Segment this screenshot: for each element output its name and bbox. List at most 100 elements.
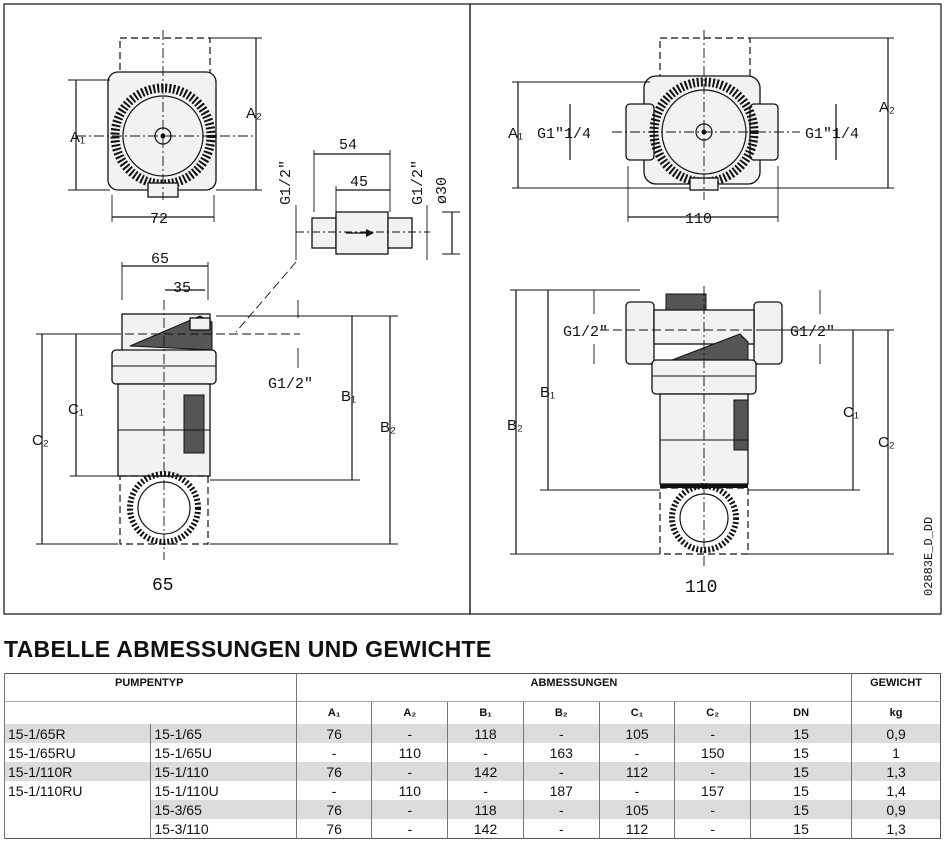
valve-dia-30: ø30 <box>434 177 451 204</box>
table-row: 15-3/65 76 - 118 - 105 - 15 0,9 <box>3 800 941 819</box>
cell-c1: 105 <box>598 724 675 743</box>
cell-a2: 110 <box>371 743 448 762</box>
cell-c2: - <box>674 724 751 743</box>
cell-type1 <box>3 819 151 839</box>
left-label-c2: C₂ <box>32 432 49 449</box>
left-label-b2: B₂ <box>380 419 396 436</box>
cell-a1: 76 <box>295 762 372 781</box>
cell-type2: 15-1/65 <box>150 724 297 743</box>
right-g12-left: G1/2" <box>563 324 608 341</box>
cell-type2: 15-1/65U <box>150 743 297 762</box>
right-label-b1: B₁ <box>540 384 555 401</box>
cell-c2: 157 <box>674 781 751 800</box>
header-c2: C₂ <box>674 701 751 724</box>
left-label-b1: B₁ <box>341 388 356 405</box>
cell-c1: 112 <box>598 762 675 781</box>
right-top-view <box>612 30 800 200</box>
cell-b2: - <box>522 724 600 743</box>
left-frame <box>3 3 471 615</box>
left-dim-72: 72 <box>111 195 215 228</box>
cell-c2: - <box>674 819 751 839</box>
table-title: TABELLE ABMESSUNGEN UND GEWICHTE <box>4 636 492 662</box>
right-caption: 110 <box>685 578 717 598</box>
cell-c2: - <box>674 800 751 819</box>
valve-g12-left: G1/2" <box>278 160 295 205</box>
header-b1: B₁ <box>447 701 524 724</box>
cell-b2: - <box>522 800 600 819</box>
cell-a2: - <box>371 800 448 819</box>
cell-dn: 15 <box>750 724 852 743</box>
cell-b1: 142 <box>447 762 524 781</box>
cell-c2: 150 <box>674 743 751 762</box>
valve-dim-54: 54 <box>339 137 357 154</box>
header-dn: DN <box>750 701 852 724</box>
cell-b1: 118 <box>447 800 524 819</box>
right-dim-bc: B₁ B₂ C₁ C₂ G1/2" G1/2" <box>507 289 895 555</box>
right-label-c2: C₂ <box>878 434 895 451</box>
cell-kg: 0,9 <box>851 724 941 743</box>
valve-detail: 54 45 G1/2" G1/2" ø30 <box>278 137 460 260</box>
cell-type1: 15-1/110RU <box>3 781 151 800</box>
header-a2: A₂ <box>371 701 448 724</box>
cell-b2: - <box>522 819 600 839</box>
table-row: 15-3/110 76 - 142 - 112 - 15 1,3 <box>3 819 941 839</box>
right-g114-right: G1"1/4 <box>805 126 859 143</box>
cell-a2: - <box>371 724 448 743</box>
cell-c1: - <box>598 781 675 800</box>
cell-dn: 15 <box>750 743 852 762</box>
cell-kg: 1,3 <box>851 819 941 839</box>
cell-kg: 0,9 <box>851 800 941 819</box>
cell-type2: 15-1/110U <box>150 781 297 800</box>
header-gewicht: GEWICHT <box>851 673 941 702</box>
cell-a2: 110 <box>371 781 448 800</box>
cell-type2: 15-1/110 <box>150 762 297 781</box>
drawing-code: 02883E_D_DD <box>922 517 936 596</box>
header-a1: A₁ <box>295 701 372 724</box>
cell-a1: - <box>295 781 372 800</box>
table-row: 15-1/65R 15-1/65 76 - 118 - 105 - 15 0,9 <box>3 724 941 743</box>
table-row: 15-1/110RU 15-1/110U - 110 - 187 - 157 1… <box>3 781 941 800</box>
cell-a2: - <box>371 819 448 839</box>
cell-a2: - <box>371 762 448 781</box>
cell-b1: - <box>447 743 524 762</box>
right-label-a1: A₁ <box>508 125 523 142</box>
left-dim-c: C₁ C₂ <box>32 333 118 545</box>
cell-c1: 105 <box>598 800 675 819</box>
right-label-b2: B₂ <box>507 417 523 434</box>
left-caption: 65 <box>152 576 174 596</box>
right-dim-110: 110 <box>685 211 712 228</box>
table-row: 15-1/65RU 15-1/65U - 110 - 163 - 150 15 … <box>3 743 941 762</box>
right-g12-right: G1/2" <box>790 324 835 341</box>
cell-type1: 15-1/110R <box>3 762 151 781</box>
cell-kg: 1,4 <box>851 781 941 800</box>
cell-type2: 15-3/110 <box>150 819 297 839</box>
header-b2: B₂ <box>522 701 600 724</box>
header-abmessungen: ABMESSUNGEN <box>295 673 852 702</box>
valve-leader <box>235 261 297 333</box>
cell-type1 <box>3 800 151 819</box>
right-g114-left: G1"1/4 <box>537 126 591 143</box>
cell-b1: 142 <box>447 819 524 839</box>
header-c1: C₁ <box>598 701 675 724</box>
cell-b2: - <box>522 762 600 781</box>
valve-g12-right: G1/2" <box>410 160 427 205</box>
cell-c1: 112 <box>598 819 675 839</box>
cell-b1: - <box>447 781 524 800</box>
header-blank <box>4 701 297 724</box>
header-pumpentyp: PUMPENTYP <box>4 673 297 702</box>
left-dim-a1: A₁ <box>68 79 110 191</box>
left-g12-bottom: G1/2" <box>268 376 313 393</box>
cell-kg: 1,3 <box>851 762 941 781</box>
cell-a1: 76 <box>295 800 372 819</box>
left-dim-a2: A₂ <box>210 37 262 191</box>
cell-type1: 15-1/65RU <box>3 743 151 762</box>
right-frame <box>469 3 942 615</box>
left-dim-65: 65 <box>151 251 169 268</box>
left-dim-35: 35 <box>173 280 191 297</box>
technical-drawing: A₁ A₂ 72 54 45 G1/2" G1/2" ø30 <box>3 3 942 615</box>
left-label-c1: C₁ <box>68 401 84 418</box>
right-dim-a: A₁ A₂ G1"1/4 G1"1/4 110 <box>508 37 895 228</box>
left-label-a2: A₂ <box>246 105 262 122</box>
cell-a1: 76 <box>295 819 372 839</box>
cell-b2: 163 <box>522 743 600 762</box>
